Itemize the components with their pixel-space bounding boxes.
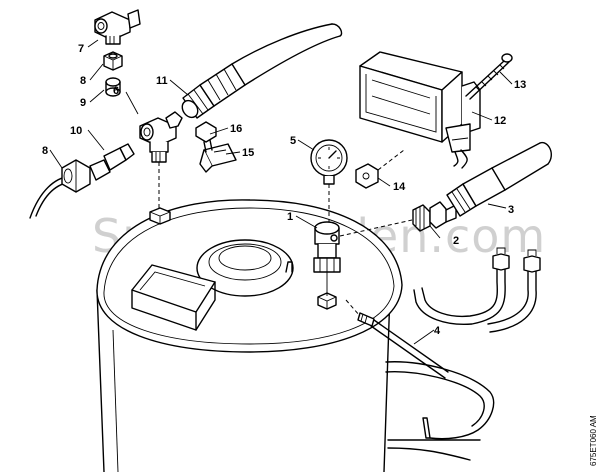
dashed-connection-lines bbox=[328, 184, 413, 237]
callout-16: 16 bbox=[230, 123, 242, 135]
part-3-hose bbox=[446, 141, 552, 217]
part-5-gauge bbox=[310, 139, 348, 185]
part-8-nut bbox=[103, 51, 123, 71]
part-11-hose bbox=[181, 23, 343, 119]
callout-2: 2 bbox=[453, 235, 459, 247]
leader-lines bbox=[49, 39, 513, 345]
callout-6: 6 bbox=[113, 85, 119, 97]
callout-13: 13 bbox=[514, 79, 526, 91]
callout-14: 14 bbox=[393, 181, 406, 193]
callout-8-left: 8 bbox=[42, 145, 48, 157]
callout-11: 11 bbox=[156, 75, 168, 87]
callout-10: 10 bbox=[70, 125, 82, 137]
callout-5: 5 bbox=[290, 135, 296, 147]
part-4-probe bbox=[345, 299, 449, 379]
fitting-assembly bbox=[313, 221, 341, 296]
callout-1: 1 bbox=[287, 211, 293, 223]
callout-numbers: 7 8 9 6 10 8 11 16 15 5 1 2 3 4 12 13 14 bbox=[42, 43, 526, 337]
callout-3: 3 bbox=[508, 204, 514, 216]
callout-7: 7 bbox=[78, 43, 84, 55]
callout-15: 15 bbox=[242, 147, 254, 159]
callout-9: 9 bbox=[80, 97, 86, 109]
part-6-tee-fitting bbox=[139, 111, 183, 208]
callout-8-top: 8 bbox=[80, 75, 86, 87]
part-7-tee bbox=[94, 9, 141, 45]
callout-12: 12 bbox=[494, 115, 506, 127]
callout-4: 4 bbox=[434, 325, 441, 337]
part-16-bolt bbox=[195, 121, 217, 153]
part-8-10-pipe-assembly bbox=[29, 143, 135, 219]
drawing-code: 675ET060 AM bbox=[589, 415, 598, 466]
part-13-screw bbox=[465, 53, 513, 100]
part-12-transformer bbox=[359, 51, 481, 169]
tank bbox=[96, 199, 541, 472]
part-9-ferrule bbox=[105, 77, 121, 97]
part-14-clip bbox=[355, 149, 405, 189]
